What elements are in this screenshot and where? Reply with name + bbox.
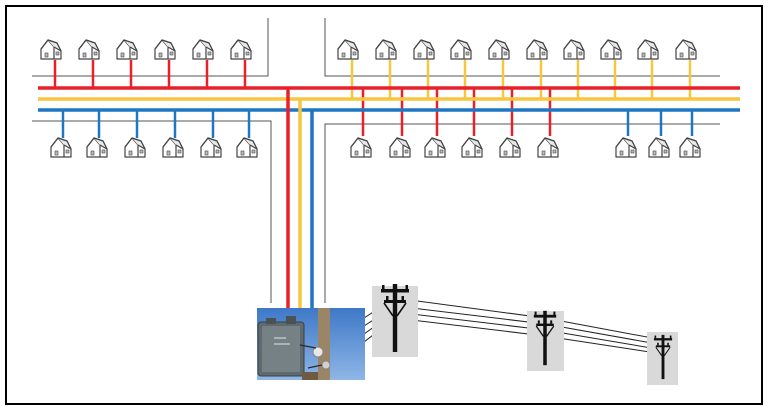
house-icon: [351, 138, 371, 157]
road-outlines: [32, 18, 720, 303]
house-icon: [676, 40, 696, 59]
house-icon: [155, 40, 175, 59]
house-icon: [237, 138, 257, 157]
house-icon: [87, 138, 107, 157]
house-icon: [527, 40, 547, 59]
house-icon: [125, 138, 145, 157]
house-icon: [538, 138, 558, 157]
house-icon: [376, 40, 396, 59]
house-icon: [451, 40, 471, 59]
house-icon: [79, 40, 99, 59]
house-icon: [649, 138, 669, 157]
house-icon: [41, 40, 61, 59]
house-icon: [390, 138, 410, 157]
house-icon: [117, 40, 137, 59]
house-icon: [616, 138, 636, 157]
house-icon: [201, 138, 221, 157]
house-icon: [338, 40, 358, 59]
house-icon: [638, 40, 658, 59]
house-icon: [680, 138, 700, 157]
house-icon: [51, 138, 71, 157]
house-icon: [462, 138, 482, 157]
house-icon: [231, 40, 251, 59]
house-icon: [425, 138, 445, 157]
house-icon: [564, 40, 584, 59]
house-icon: [601, 40, 621, 59]
house-icon: [489, 40, 509, 59]
pole-mounted-transformer-photo: [257, 308, 365, 380]
house-icon: [163, 138, 183, 157]
house-icon: [500, 138, 520, 157]
house-icon: [193, 40, 213, 59]
house-icon: [414, 40, 434, 59]
